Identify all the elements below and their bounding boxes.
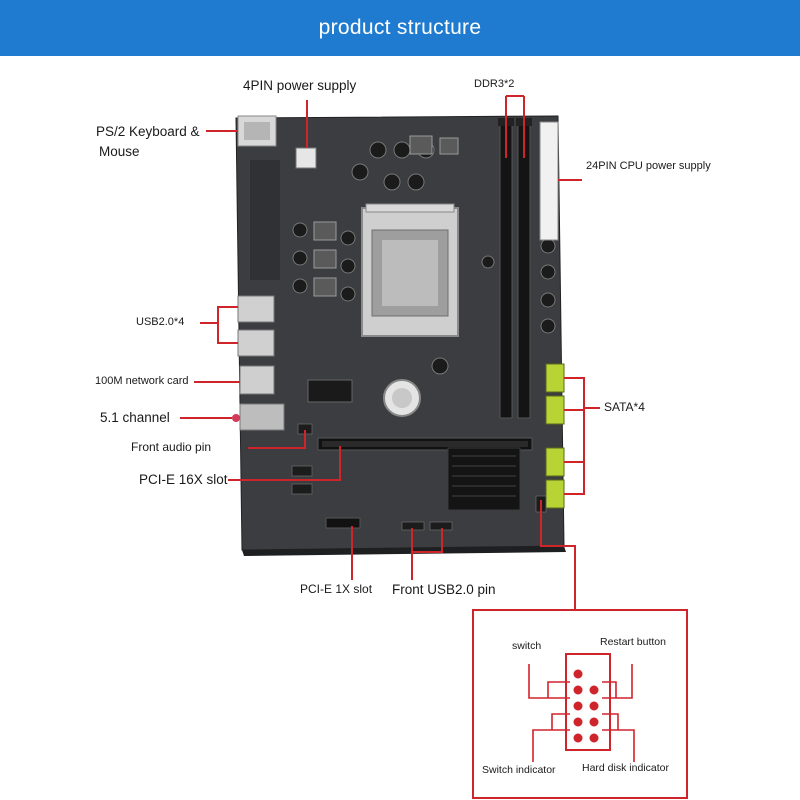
- pcie-16x-slot-inner: [322, 441, 528, 447]
- label-5-1-channel: 5.1 channel: [100, 410, 170, 425]
- audio-jack-block: [239, 403, 285, 431]
- label-panel-switch: switch: [512, 640, 542, 652]
- usb-port-stack-2: [237, 329, 275, 357]
- label-ps2-keyboard-mouse: PS/2 Keyboard &: [96, 124, 200, 139]
- ram-slot-2: [517, 119, 531, 419]
- cpu-socket-label: [382, 240, 438, 306]
- cpu-socket-lever: [365, 203, 455, 213]
- front-panel-pin-brackets: [528, 664, 635, 762]
- label-panel-hdd-indicator: Hard disk indicator: [582, 762, 669, 774]
- usb-port-stack-1: [237, 295, 275, 323]
- page-title: product structure: [318, 16, 482, 39]
- label-sata: SATA*4: [604, 400, 645, 414]
- pcie-1x-slot: [325, 517, 361, 529]
- lan-port: [239, 365, 275, 395]
- label-24pin-cpu-power: 24PIN CPU power supply: [586, 160, 711, 172]
- label-panel-restart: Restart button: [600, 636, 666, 648]
- ram-slot-1: [499, 119, 513, 419]
- vrm-chokes: [313, 135, 459, 297]
- label-4pin-power-supply: 4PIN power supply: [243, 78, 357, 93]
- audio-jack: [232, 414, 240, 422]
- heatsink-fins: [452, 455, 516, 497]
- header-bar: product structure: [0, 0, 800, 56]
- motherboard-shadow: [242, 546, 566, 556]
- label-pcie-1x: PCI-E 1X slot: [300, 582, 373, 596]
- label-front-usb20: Front USB2.0 pin: [392, 582, 496, 597]
- label-ps2-mouse: Mouse: [99, 144, 140, 159]
- front-panel-header-outline: [565, 653, 611, 751]
- label-network-card: 100M network card: [95, 375, 189, 387]
- cmos-battery-center: [392, 388, 412, 408]
- io-shield-area: [250, 160, 280, 280]
- front-panel-pins: [573, 669, 599, 743]
- label-panel-switch-indicator: Switch indicator: [482, 764, 556, 776]
- label-pcie-16x: PCI-E 16X slot: [139, 472, 228, 487]
- sata-ports: [545, 363, 565, 509]
- callout-lines: [180, 95, 600, 610]
- ps2-port-inner: [244, 122, 270, 140]
- bios-chip: [307, 379, 353, 403]
- label-front-audio-pin: Front audio pin: [131, 440, 212, 454]
- label-usb20x4: USB2.0*4: [136, 316, 185, 328]
- 4pin-power-header: [295, 147, 317, 169]
- 24pin-power-connector: [539, 121, 559, 241]
- chipset-heatsink: [447, 447, 521, 511]
- label-ddr3: DDR3*2: [474, 78, 515, 90]
